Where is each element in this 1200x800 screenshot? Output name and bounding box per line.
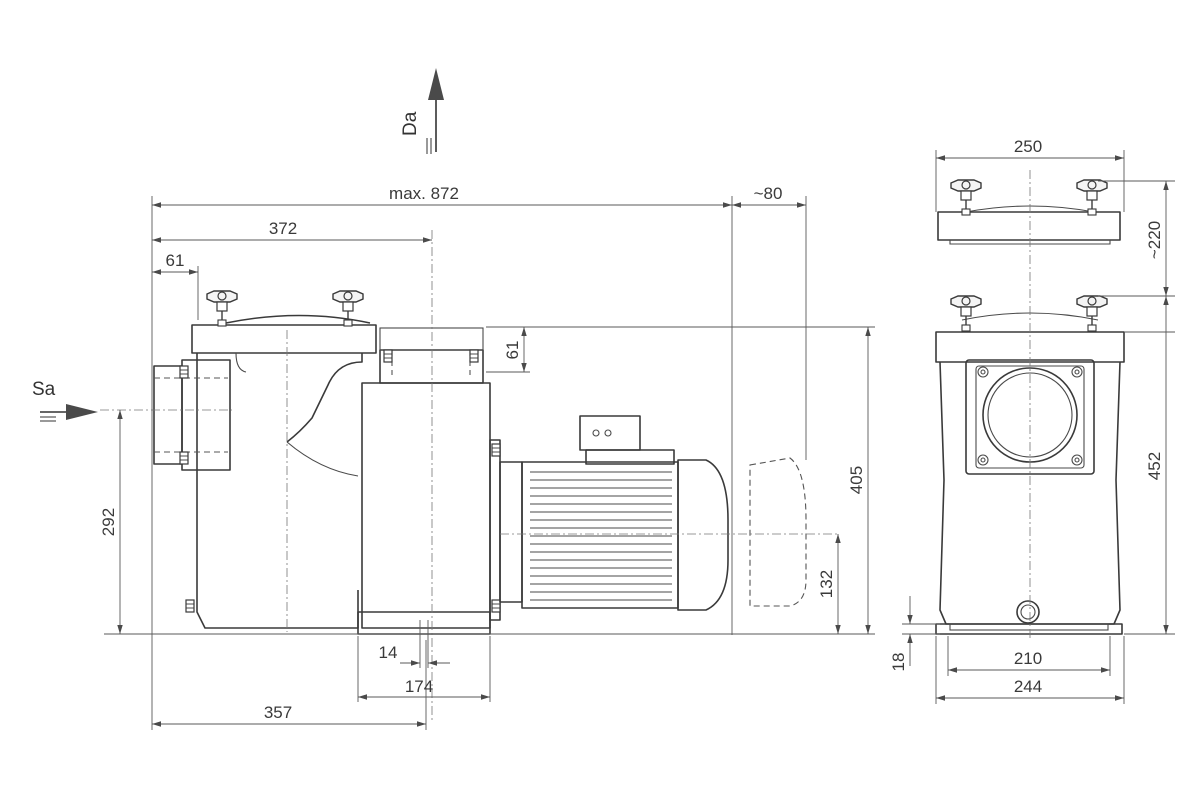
strainer-pot xyxy=(196,352,363,629)
strainer-lid xyxy=(191,290,377,354)
dimension-18: 18 xyxy=(889,596,913,672)
dimension-label: 174 xyxy=(405,677,433,696)
dimension-label: 244 xyxy=(1014,677,1042,696)
dimension-label: 210 xyxy=(1014,649,1042,668)
dimension-label: max. 872 xyxy=(389,184,459,203)
dimension-label: 292 xyxy=(99,508,118,536)
discharge-arrow: Da xyxy=(400,68,444,154)
dimension-label: ~80 xyxy=(754,184,783,203)
dimension-244: 244 xyxy=(936,677,1124,701)
dimension-80: ~80 xyxy=(732,184,806,208)
dimension-label: 250 xyxy=(1014,137,1042,156)
pump-housing xyxy=(185,327,501,635)
dimension-label: 61 xyxy=(166,251,185,270)
dimension-174: 174 xyxy=(358,677,490,700)
dimension-label: 18 xyxy=(889,653,908,672)
dimension-label: 357 xyxy=(264,703,292,722)
suction-arrow: Sa xyxy=(32,379,98,422)
dimension-label: ~220 xyxy=(1145,221,1164,259)
dimension-220: ~220 xyxy=(1145,181,1169,296)
motor xyxy=(499,415,807,611)
pump-end-view xyxy=(935,170,1125,640)
dimension-label: 14 xyxy=(379,643,398,662)
dimension-250: 250 xyxy=(936,137,1124,161)
dimension-label: 405 xyxy=(847,466,866,494)
dimension-61-horizontal: 61 xyxy=(152,251,198,275)
dimension-label: 372 xyxy=(269,219,297,238)
dimension-210: 210 xyxy=(948,649,1110,673)
dimension-label: 452 xyxy=(1145,452,1164,480)
inlet-flange xyxy=(153,359,231,471)
side-extension-lines xyxy=(104,196,875,730)
discharge-label: Da xyxy=(400,111,421,136)
dimension-132: 132 xyxy=(817,534,841,634)
dimension-452: 452 xyxy=(1145,296,1169,634)
dimension-label: 132 xyxy=(817,570,836,598)
dimension-max-872: max. 872 xyxy=(152,184,732,208)
dimension-292: 292 xyxy=(99,410,123,634)
dimension-357: 357 xyxy=(152,703,426,727)
dimension-61-vertical: 61 xyxy=(503,327,527,372)
dimension-372: 372 xyxy=(152,219,432,243)
dimension-405: 405 xyxy=(847,327,871,634)
pump-side-view xyxy=(100,230,840,720)
end-view-lid xyxy=(937,179,1121,245)
dimension-14: 14 xyxy=(379,643,450,666)
dimension-label: 61 xyxy=(503,341,522,360)
suction-label: Sa xyxy=(32,379,56,400)
